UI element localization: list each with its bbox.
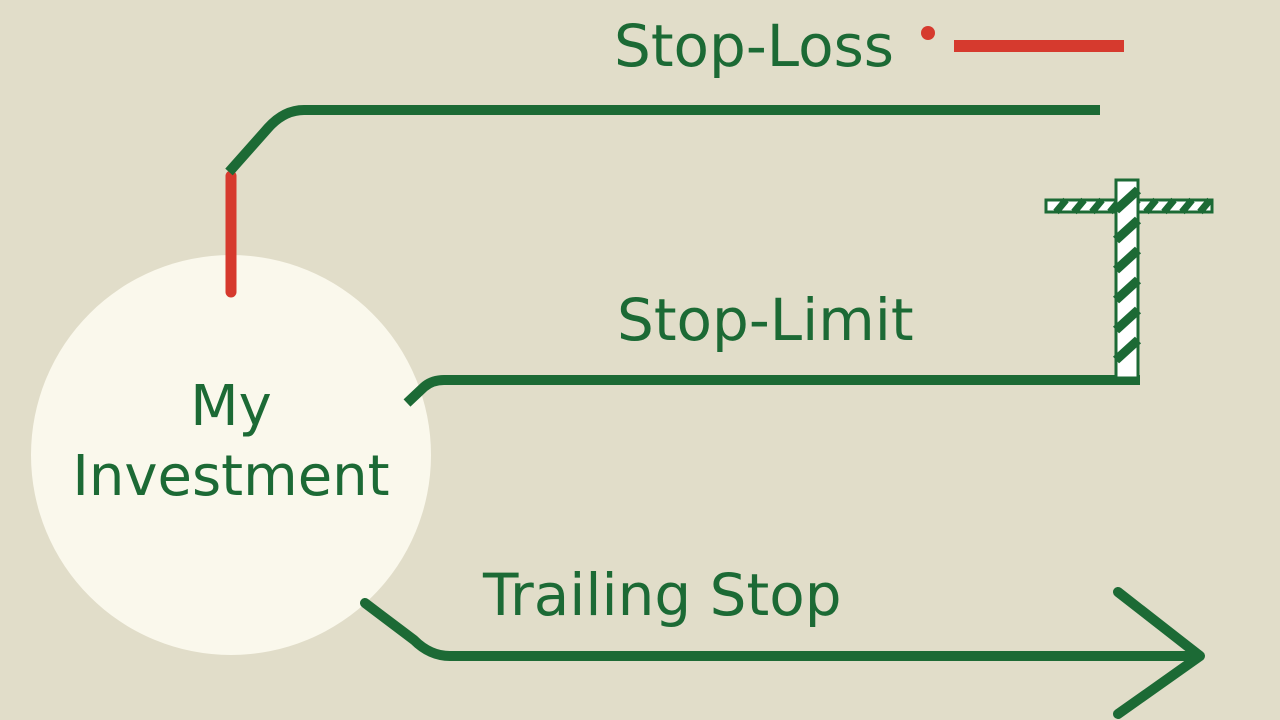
trailing-stop-path bbox=[360, 598, 1201, 661]
trailing-stop-label: Trailing Stop bbox=[483, 561, 842, 629]
center-label-line1: My bbox=[190, 374, 272, 439]
center-label: My Investment bbox=[40, 372, 422, 512]
arrow-head-icon bbox=[1113, 587, 1205, 719]
investment-circle bbox=[31, 255, 431, 655]
stop-limit-path bbox=[403, 375, 1140, 407]
stop-loss-path bbox=[225, 105, 1100, 176]
stop-loss-dot bbox=[921, 26, 935, 40]
center-label-line2: Investment bbox=[72, 444, 390, 509]
barrier-gate-icon bbox=[1044, 178, 1214, 380]
stop-limit-label: Stop-Limit bbox=[617, 286, 914, 354]
stop-loss-label: Stop-Loss bbox=[614, 12, 895, 80]
